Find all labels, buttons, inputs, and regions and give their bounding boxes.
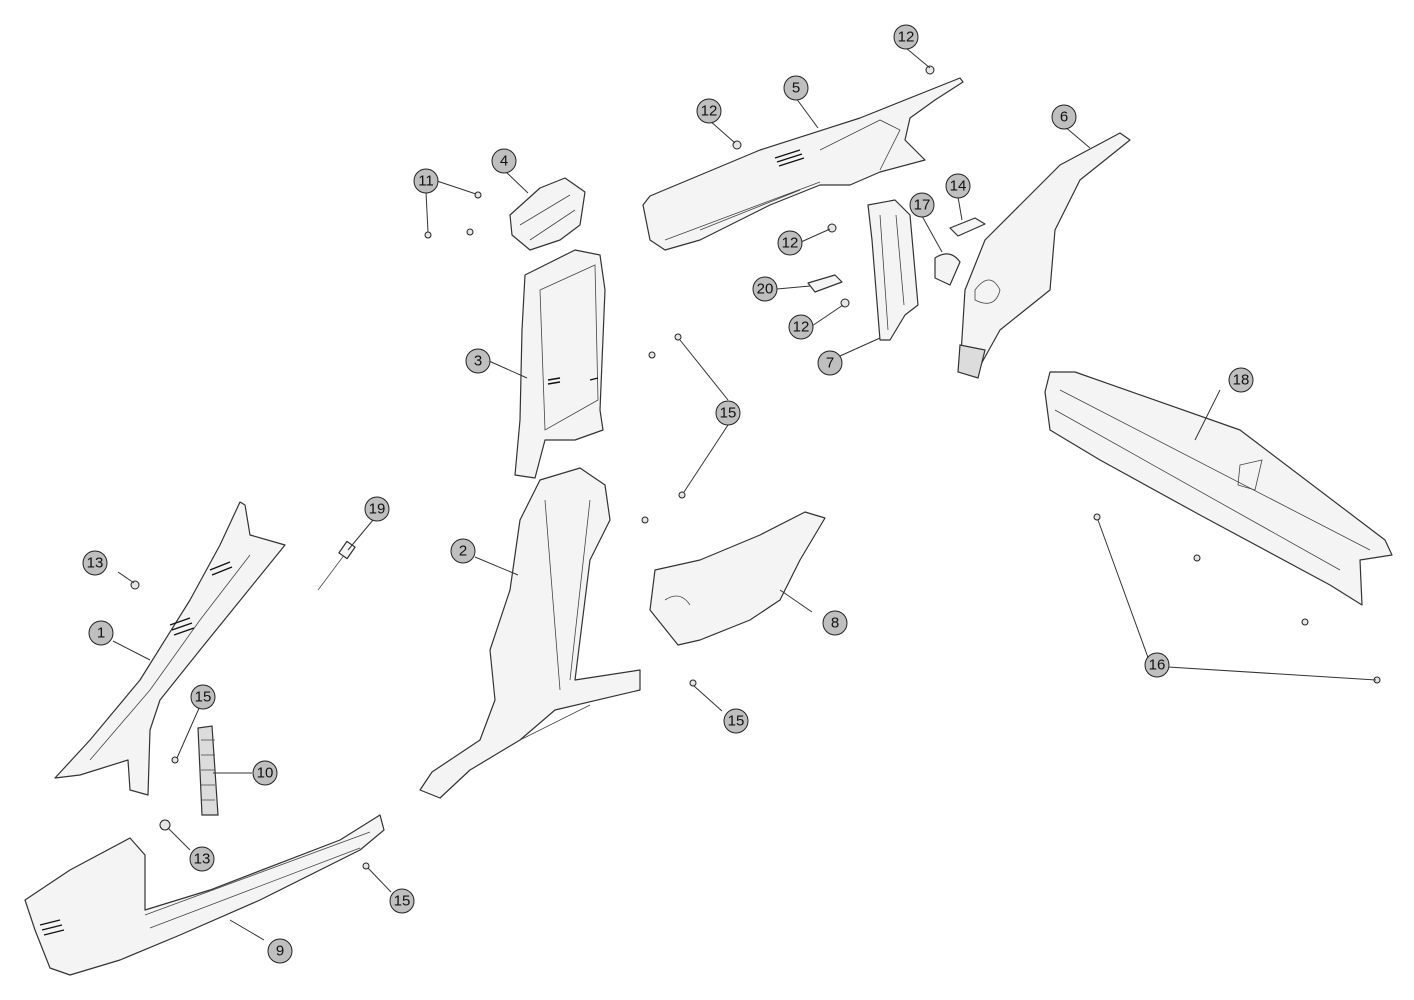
svg-text:9: 9 [276,943,284,960]
svg-text:4: 4 [500,153,508,170]
svg-text:2: 2 [459,543,467,560]
callout-2: 2 [450,538,476,564]
svg-text:12: 12 [701,103,718,120]
svg-text:7: 7 [826,355,834,372]
callout-10: 10 [252,760,278,786]
part-5-roof-rail-trim [642,77,964,251]
part-6-c-pillar-trim [957,132,1131,379]
callout-15: 15 [389,888,415,914]
callout-14: 14 [945,173,971,199]
svg-text:15: 15 [195,689,212,706]
part-9-sill-plate [24,814,385,976]
part-8-quarter-trim [649,511,826,646]
callout-9: 9 [267,938,293,964]
svg-text:15: 15 [720,405,737,422]
svg-text:10: 10 [257,765,274,782]
part-2-b-pillar-lower-trim [419,467,641,799]
svg-text:19: 19 [369,501,386,518]
svg-text:14: 14 [950,178,967,195]
callout-20: 20 [752,276,778,302]
svg-text:11: 11 [418,173,434,190]
svg-text:5: 5 [792,80,800,97]
callout-17: 17 [909,192,935,218]
callout-15: 15 [190,684,216,710]
svg-text:13: 13 [87,555,104,572]
svg-text:18: 18 [1233,372,1250,389]
callout-7: 7 [817,350,843,376]
part-1-a-pillar-trim [54,501,286,796]
callout-12: 13 [82,550,108,576]
svg-text:17: 17 [914,197,931,214]
callout-1: 1 [88,620,114,646]
part-3-b-pillar-upper-trim [514,249,606,479]
part-10-speaker-grille [197,725,219,816]
svg-text:3: 3 [474,353,482,370]
svg-text:6: 6 [1060,109,1068,126]
leader-lines [112,47,1377,941]
svg-text:15: 15 [394,893,411,910]
callout-3: 3 [465,348,491,374]
part-14-clip [949,217,986,237]
svg-text:20: 20 [757,281,774,298]
callout-12: 12 [788,314,814,340]
callout-4: 4 [491,148,517,174]
callout-19: 19 [364,496,390,522]
callout-18: 18 [1228,367,1254,393]
svg-text:16: 16 [1149,657,1166,674]
callout-16: 16 [1144,652,1170,678]
callout-12: 12 [777,230,803,256]
svg-text:12: 12 [793,319,810,336]
svg-text:15: 15 [728,713,745,730]
svg-text:1: 1 [97,625,105,642]
callout-5: 5 [783,75,809,101]
callout-6: 6 [1051,104,1077,130]
part-18-rear-trim [1044,371,1393,606]
callout-15: 15 [715,400,741,426]
part-17-cover [934,253,961,286]
callout-11: 11 [413,168,439,194]
callout-12: 12 [893,24,919,50]
svg-text:13: 13 [194,851,211,868]
svg-text:12: 12 [898,29,915,46]
part-4-bracket [509,177,586,251]
callout-13: 13 [189,846,215,872]
callout-15: 15 [723,708,749,734]
part-20-bezel [807,274,843,293]
svg-text:12: 12 [782,235,799,252]
part-7-pillar-insert [867,199,919,341]
callout-8: 8 [822,610,848,636]
callout-12: 12 [696,98,722,124]
svg-text:8: 8 [831,615,839,632]
